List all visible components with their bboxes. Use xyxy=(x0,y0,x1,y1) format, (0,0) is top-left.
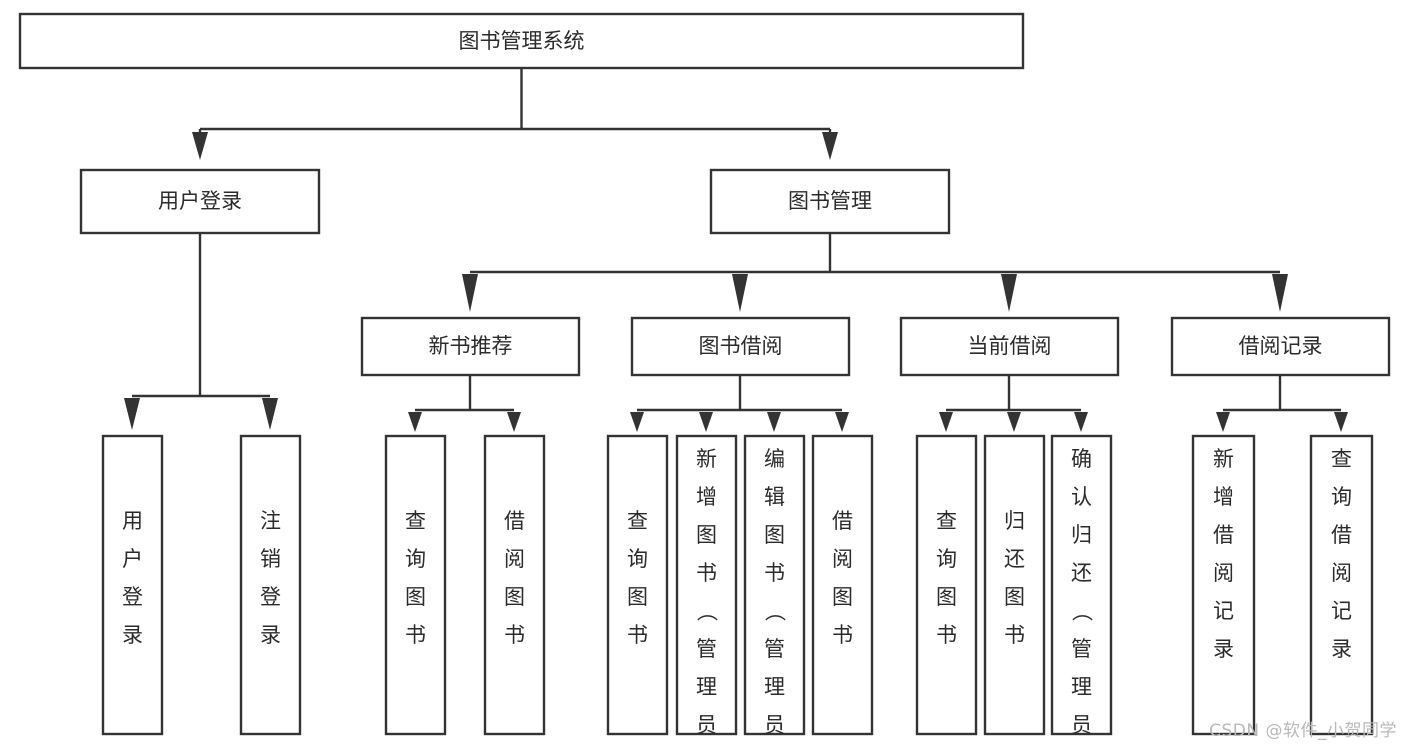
connector-group-bookborrow-to-leaves xyxy=(630,375,849,432)
leaf-node-box xyxy=(483,434,546,736)
connector-group-currentborrow-to-leaves xyxy=(939,375,1088,432)
connector-group-newbook-to-leaves xyxy=(408,375,521,432)
leaf-node-layer: 用户登录 注销登录 查询图书 借阅图书 查询图书 新增图书管理员（）编辑图书管理员（） 借阅… xyxy=(101,434,1374,747)
leaf-node-box xyxy=(1309,434,1374,736)
leaf-node[interactable]: 确认归还管理员（） xyxy=(1050,434,1113,747)
leaf-node[interactable]: 查询图书 xyxy=(915,434,978,736)
arrow-icon-currentborrow-leaf-3 xyxy=(1074,412,1088,432)
leaf-node[interactable]: 新增图书管理员（） xyxy=(675,434,738,747)
leaf-node[interactable]: 用户登录 xyxy=(101,434,164,736)
leaf-node-label: 借阅图书 xyxy=(832,509,853,647)
arrow-icon-bookborrow-leaf-3 xyxy=(767,412,781,432)
node-borrow-record[interactable]: 借阅记录 xyxy=(1170,316,1391,377)
node-current-borrow[interactable]: 当前借阅 xyxy=(899,316,1120,377)
arrow-icon-currentborrow-leaf-1 xyxy=(939,412,953,432)
arrow-icon-to-user-login xyxy=(192,132,208,160)
leaf-node-label: 编辑图书管理员 xyxy=(764,447,785,737)
arrow-icon-borrowrecord-leaf-1 xyxy=(1216,412,1230,432)
node-root-book-management-system[interactable]: 图书管理系统 xyxy=(18,12,1025,70)
arrow-icon-to-book-borrow xyxy=(732,274,748,312)
leaf-node-box xyxy=(915,434,978,736)
leaf-node-label: 新增借阅记录 xyxy=(1213,447,1234,661)
node-new-book-recommend[interactable]: 新书推荐 xyxy=(360,316,581,377)
leaf-node[interactable]: 编辑图书管理员（） xyxy=(743,434,806,747)
leaf-node-label: 确认归还管理员 xyxy=(1071,447,1092,737)
connector-group-bookmanage-to-level3 xyxy=(462,233,1288,312)
arrow-icon-to-leaf-logout xyxy=(262,398,278,430)
arrow-icon-to-borrow-record xyxy=(1272,274,1288,312)
arrow-icon-bookborrow-leaf-1 xyxy=(630,412,644,432)
leaf-node-box xyxy=(101,434,164,736)
leaf-node[interactable]: 新增借阅记录 xyxy=(1191,434,1256,736)
node-label-new-book-recommend: 新书推荐 xyxy=(429,334,513,358)
leaf-node-box xyxy=(1191,434,1256,736)
arrow-icon-to-new-book xyxy=(462,274,478,312)
arrow-icon-to-book-manage xyxy=(822,132,838,160)
leaf-node-label: 查询图书 xyxy=(627,509,648,647)
leaf-node-label: 新增图书管理员 xyxy=(696,447,717,737)
leaf-node-label: 查询借阅记录 xyxy=(1331,447,1352,661)
leaf-node-box xyxy=(384,434,447,736)
leaf-node-box xyxy=(983,434,1046,736)
leaf-node-label-char: （ xyxy=(763,601,787,622)
arrow-icon-to-current-borrow xyxy=(1001,274,1017,312)
leaf-node-label: 用户登录 xyxy=(122,509,143,647)
leaf-node[interactable]: 借阅图书 xyxy=(811,434,874,736)
node-box-new-book-recommend xyxy=(360,316,581,377)
node-user-login[interactable]: 用户登录 xyxy=(79,168,321,235)
arrow-icon-to-leaf-user-login xyxy=(124,398,140,430)
connector-group-root-to-level2 xyxy=(192,68,838,160)
leaf-node[interactable]: 查询借阅记录 xyxy=(1309,434,1374,736)
arrow-icon-bookborrow-leaf-4 xyxy=(835,412,849,432)
leaf-node[interactable]: 借阅图书 xyxy=(483,434,546,736)
leaf-node-label: 归还图书 xyxy=(1004,509,1025,647)
leaf-node-box xyxy=(239,434,302,736)
arrow-icon-newbook-leaf-2 xyxy=(507,412,521,432)
leaf-node[interactable]: 查询图书 xyxy=(384,434,447,736)
leaf-node[interactable]: 注销登录 xyxy=(239,434,302,736)
leaf-node-label: 注销登录 xyxy=(260,509,281,647)
leaf-node-box xyxy=(743,434,806,736)
connector-group-borrowrecord-to-leaves xyxy=(1216,375,1348,432)
watermark-text: CSDN @软件_小贺同学 xyxy=(1209,721,1397,741)
node-box-book-management xyxy=(709,168,951,235)
leaf-node-label: 查询图书 xyxy=(405,509,426,647)
node-label-borrow-record: 借阅记录 xyxy=(1239,334,1323,358)
leaf-node-label: 查询图书 xyxy=(936,509,957,647)
node-book-management[interactable]: 图书管理 xyxy=(709,168,951,235)
node-box-user-login xyxy=(79,168,321,235)
node-label-user-login: 用户登录 xyxy=(158,189,242,213)
node-box-root xyxy=(18,12,1025,70)
leaf-node[interactable]: 归还图书 xyxy=(983,434,1046,736)
leaf-node-label-char: （ xyxy=(695,601,719,622)
node-box-current-borrow xyxy=(899,316,1120,377)
leaf-node-box xyxy=(675,434,738,736)
leaf-node-box xyxy=(606,434,669,736)
node-label-current-borrow: 当前借阅 xyxy=(968,334,1052,358)
leaf-node-label: 借阅图书 xyxy=(504,509,525,647)
arrow-icon-currentborrow-leaf-2 xyxy=(1007,412,1021,432)
node-label-book-management: 图书管理 xyxy=(788,189,872,213)
leaf-node-label-char: （ xyxy=(1070,601,1094,622)
node-box-book-borrow xyxy=(630,316,851,377)
arrow-icon-borrowrecord-leaf-2 xyxy=(1334,412,1348,432)
arrow-icon-bookborrow-leaf-2 xyxy=(699,412,713,432)
connector-group-userlogin-to-leaves xyxy=(124,233,278,430)
leaf-node-box xyxy=(1050,434,1113,736)
leaf-node-box xyxy=(811,434,874,736)
node-box-borrow-record xyxy=(1170,316,1391,377)
leaf-node[interactable]: 查询图书 xyxy=(606,434,669,736)
node-book-borrow[interactable]: 图书借阅 xyxy=(630,316,851,377)
node-label-book-borrow: 图书借阅 xyxy=(699,334,783,358)
arrow-icon-newbook-leaf-1 xyxy=(408,412,422,432)
node-label-root: 图书管理系统 xyxy=(459,29,585,53)
